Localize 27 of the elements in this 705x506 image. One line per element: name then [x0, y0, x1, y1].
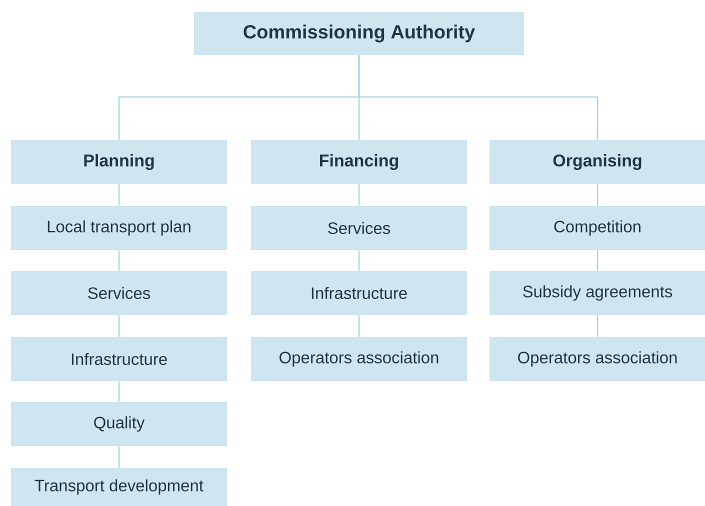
task-box: Competition [490, 206, 705, 250]
connector-line [596, 250, 598, 271]
task-box: Infrastructure [11, 336, 227, 381]
connector-line [118, 250, 120, 271]
task-box: Subsidy agreements [490, 271, 705, 315]
task-box: Operators association [251, 336, 467, 381]
authority-box: Commissioning Authority [194, 12, 524, 55]
connector-line [596, 184, 598, 206]
connector-line [358, 184, 360, 206]
connector-line [118, 315, 120, 337]
task-box: Transport development [11, 468, 227, 506]
connector-line [358, 315, 360, 337]
task-box: Services [11, 271, 227, 315]
task-box: Local transport plan [11, 206, 227, 250]
connector-line [118, 446, 120, 468]
task-box: Operators association [490, 336, 705, 381]
category-box: Financing [251, 140, 467, 184]
connector-line [118, 184, 120, 206]
category-box: Organising [490, 140, 705, 184]
category-box: Planning [11, 140, 227, 184]
task-box: Services [251, 206, 467, 250]
connector-line [596, 315, 598, 337]
connector-line [358, 250, 360, 271]
task-box: Quality [11, 402, 227, 446]
connector-line [118, 381, 120, 402]
task-box: Infrastructure [251, 271, 467, 315]
connector-line [358, 55, 598, 140]
